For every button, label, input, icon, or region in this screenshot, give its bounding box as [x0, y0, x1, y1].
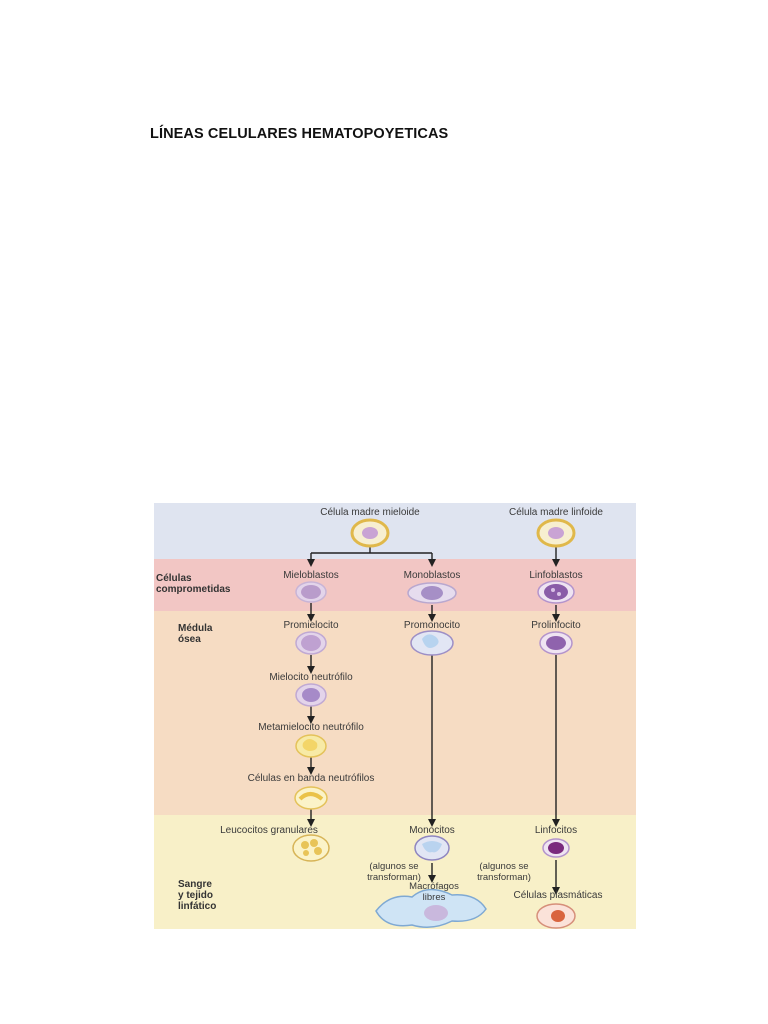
- label-band-cells: Células en banda neutrófilos: [247, 773, 375, 784]
- granulocyte-cell: [292, 834, 330, 862]
- band-neutrophil-cell: [294, 786, 328, 810]
- promyelocyte-cell: [295, 631, 327, 655]
- label-promonocyte: Promonocito: [403, 620, 461, 631]
- document-title: LÍNEAS CELULARES HEMATOPOYETICAS: [150, 126, 449, 142]
- label-metamyelocyte: Metamielocito neutrófilo: [258, 722, 364, 733]
- promonocyte-cell: [410, 630, 454, 656]
- myeloid-stem-cell: [350, 518, 390, 548]
- metamyelocyte-cell: [295, 734, 327, 758]
- diagram-graphics: [292, 518, 576, 929]
- row-label-committed: Células comprometidas: [156, 573, 231, 595]
- lymphoblast-cell: [537, 580, 575, 604]
- row-label-blood: Sangre y tejido linfático: [178, 879, 217, 912]
- myelocyte-cell: [295, 683, 327, 707]
- lymphoid-stem-cell: [536, 518, 576, 548]
- monoblast-cell: [407, 582, 457, 604]
- monocyte-cell: [414, 835, 450, 861]
- lymphocyte-cell: [542, 838, 570, 858]
- label-prolymphocyte: Prolinfocito: [531, 620, 581, 631]
- label-myeloblasts: Mieloblastos: [283, 570, 339, 581]
- label-lymphoblasts: Linfoblastos: [529, 570, 583, 581]
- plasma-cell: [536, 903, 576, 929]
- macrophage-cell: [375, 888, 487, 928]
- label-promyelocyte: Promielocito: [283, 620, 339, 631]
- label-granular-leukocytes: Leucocitos granulares: [220, 825, 318, 836]
- label-monocyte-transform-note: (algunos se transforman): [367, 861, 421, 883]
- myeloid-branch-connector: [307, 547, 436, 567]
- row-label-marrow: Médula ósea: [178, 623, 213, 645]
- label-lymphoid-stem-cell: Célula madre linfoide: [509, 507, 603, 518]
- label-free-macrophages: Macrófagos libres: [409, 881, 459, 903]
- label-myelocyte: Mielocito neutrófilo: [269, 672, 353, 683]
- myeloblast-cell: [295, 581, 327, 603]
- label-lymphocyte-transform-note: (algunos se transforman): [477, 861, 531, 883]
- label-lymphocytes: Linfocitos: [534, 825, 578, 836]
- hematopoiesis-figure: Células comprometidas Médula ósea Sangre…: [154, 503, 636, 929]
- label-monoblasts: Monoblastos: [403, 570, 461, 581]
- label-plasma-cells: Células plasmáticas: [513, 890, 603, 901]
- label-myeloid-stem-cell: Célula madre mieloide: [320, 507, 420, 518]
- label-monocytes: Monocitos: [409, 825, 455, 836]
- prolymphocyte-cell: [539, 631, 573, 655]
